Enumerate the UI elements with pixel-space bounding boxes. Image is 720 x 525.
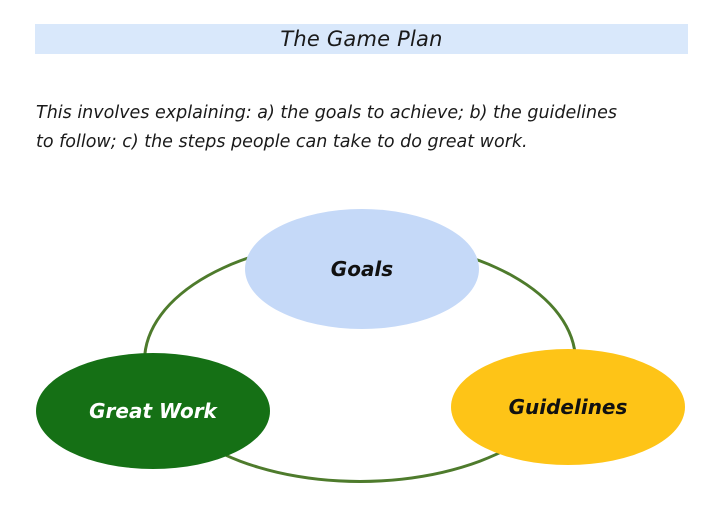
- page-title: The Game Plan: [280, 27, 443, 51]
- title-bar: The Game Plan: [35, 24, 688, 54]
- node-goals: Goals: [245, 209, 479, 329]
- intro-paragraph: This involves explaining: a) the goals t…: [36, 99, 706, 157]
- node-great-work: Great Work: [36, 353, 270, 469]
- intro-line-1: This involves explaining: a) the goals t…: [36, 103, 617, 123]
- node-great-work-label: Great Work: [89, 399, 217, 423]
- node-guidelines: Guidelines: [451, 349, 685, 465]
- node-goals-label: Goals: [330, 257, 394, 281]
- node-guidelines-label: Guidelines: [508, 395, 628, 419]
- intro-line-2: to follow; c) the steps people can take …: [36, 132, 528, 152]
